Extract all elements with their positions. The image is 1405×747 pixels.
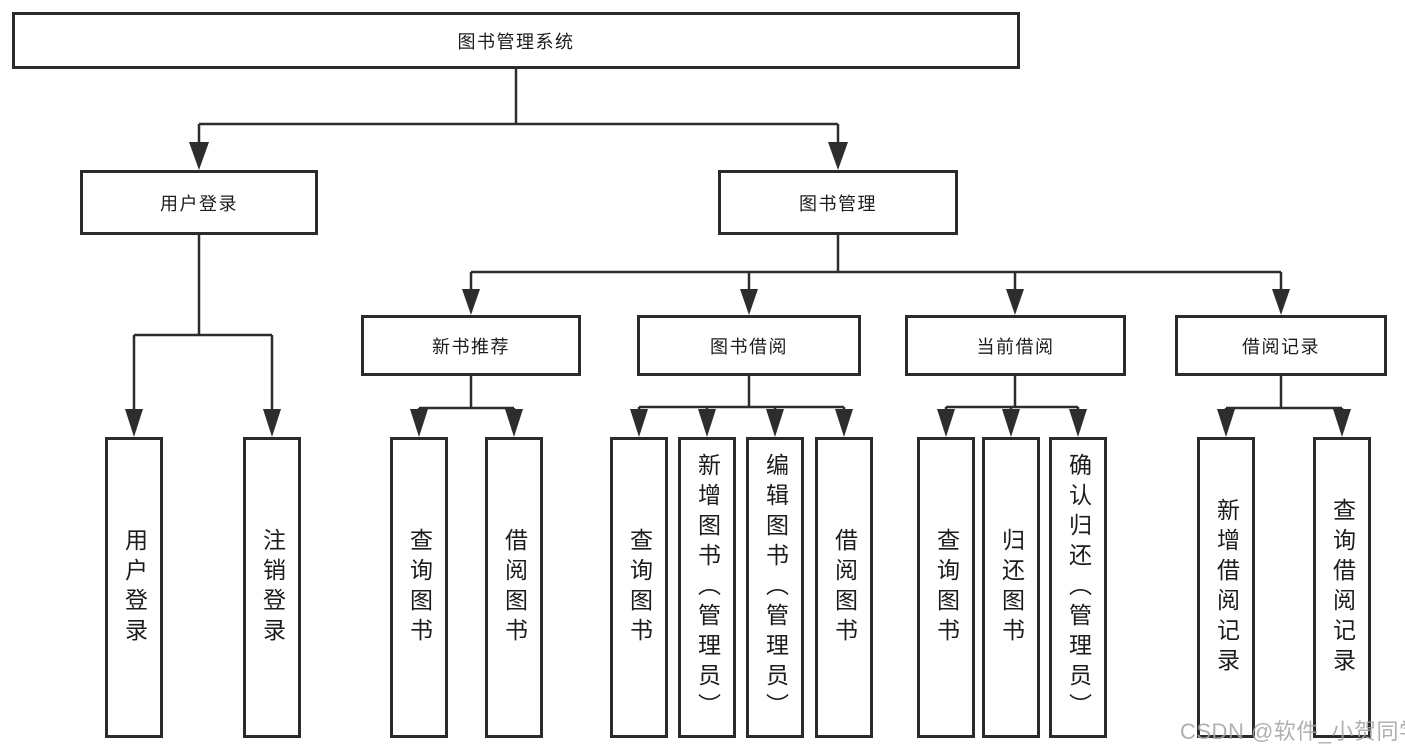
leaf-current-query-books-label: 查询图书 — [933, 527, 960, 648]
node-root-label: 图书管理系统 — [457, 31, 575, 52]
connector-current-borrow-children — [937, 376, 1087, 437]
node-user-login: 用户登录 — [80, 170, 318, 235]
csdn-watermark: CSDN @软件_小贺同学 — [1180, 719, 1405, 744]
node-book-borrow: 图书借阅 — [637, 315, 861, 376]
leaf-newrec-query-books: 查询图书 — [390, 437, 448, 738]
leaf-query-borrow-record: 查询借阅记录 — [1313, 437, 1371, 738]
leaf-newrec-query-books-label: 查询图书 — [406, 527, 433, 648]
leaf-user-login-label: 用户登录 — [121, 527, 148, 648]
connector-new-book-rec-children — [410, 376, 523, 437]
connector-borrow-records-children — [1217, 376, 1351, 437]
node-new-book-recommend-label: 新书推荐 — [432, 336, 510, 357]
leaf-return-books-label: 归还图书 — [998, 527, 1025, 648]
leaf-borrow-query-books: 查询图书 — [610, 437, 668, 738]
leaf-add-books-admin: 新增图书（管理员） — [678, 437, 736, 738]
leaf-add-borrow-record: 新增借阅记录 — [1197, 437, 1255, 738]
node-current-borrow-label: 当前借阅 — [976, 336, 1055, 357]
leaf-borrow-books: 借阅图书 — [815, 437, 873, 738]
leaf-query-borrow-record-label: 查询借阅记录 — [1329, 497, 1356, 678]
leaf-confirm-return-admin: 确认归还（管理员） — [1049, 437, 1107, 738]
node-new-book-recommend: 新书推荐 — [361, 315, 581, 376]
node-borrow-records: 借阅记录 — [1175, 315, 1387, 376]
leaf-newrec-borrow-books-label: 借阅图书 — [501, 527, 528, 648]
leaf-confirm-return-admin-label: 确认归还（管理员） — [1065, 452, 1092, 723]
leaf-edit-books-admin: 编辑图书（管理员） — [746, 437, 804, 738]
node-book-borrow-label: 图书借阅 — [710, 336, 788, 357]
leaf-add-books-admin-label: 新增图书（管理员） — [694, 452, 721, 723]
connector-root-to-level2 — [189, 69, 848, 170]
connector-book-management-children — [462, 235, 1290, 315]
node-borrow-records-label: 借阅记录 — [1242, 336, 1320, 357]
leaf-newrec-borrow-books: 借阅图书 — [485, 437, 543, 738]
node-book-management: 图书管理 — [718, 170, 958, 235]
connector-book-borrow-children — [630, 376, 853, 437]
leaf-borrow-books-label: 借阅图书 — [831, 527, 858, 648]
connector-user-login-children — [125, 234, 281, 437]
node-root: 图书管理系统 — [12, 12, 1020, 69]
leaf-user-login: 用户登录 — [105, 437, 163, 738]
leaf-current-query-books: 查询图书 — [917, 437, 975, 738]
node-book-management-label: 图书管理 — [799, 193, 877, 214]
leaf-edit-books-admin-label: 编辑图书（管理员） — [762, 452, 789, 723]
leaf-return-books: 归还图书 — [982, 437, 1040, 738]
leaf-logout-label: 注销登录 — [259, 527, 286, 648]
leaf-borrow-query-books-label: 查询图书 — [626, 527, 653, 648]
node-current-borrow: 当前借阅 — [905, 315, 1126, 376]
leaf-logout: 注销登录 — [243, 437, 301, 738]
node-user-login-label: 用户登录 — [160, 193, 238, 214]
leaf-add-borrow-record-label: 新增借阅记录 — [1213, 497, 1240, 678]
